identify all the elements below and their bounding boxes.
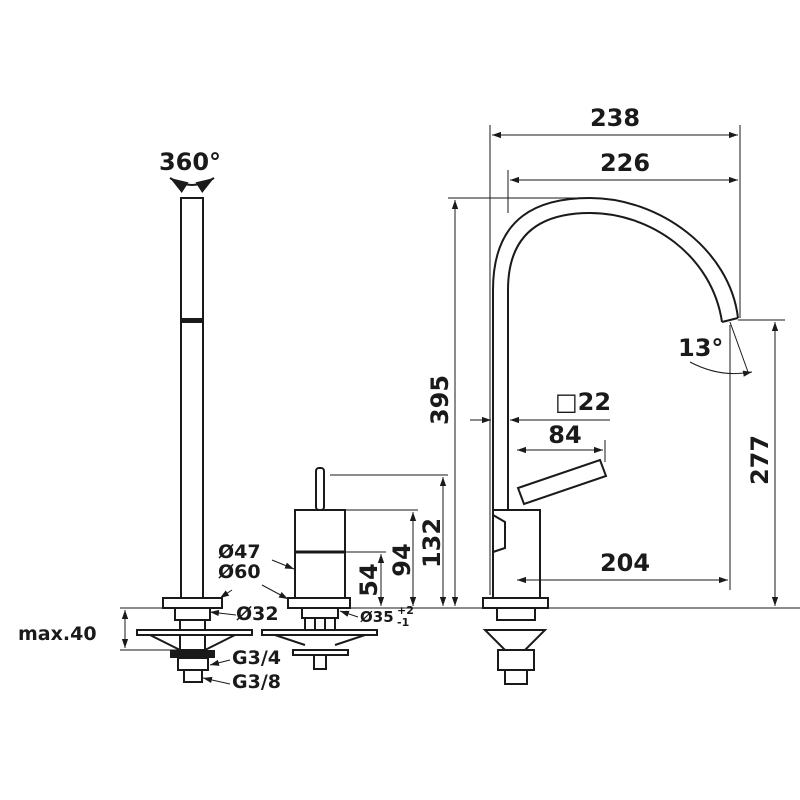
w238-label: 238 [590, 104, 640, 132]
side-rod [136, 197, 253, 683]
d35-tol-upper: +2 [397, 604, 414, 617]
d35-tol-lower: -1 [397, 616, 409, 629]
faucet-dimensions: 238 226 395 277 204 84 □22 13° [426, 104, 785, 606]
d47-label: Ø47 [218, 541, 261, 563]
rotation-label: 360° [159, 148, 221, 176]
max-height-label: max.40 [18, 623, 97, 645]
h277-label: 277 [746, 435, 774, 485]
mixer-body [261, 467, 378, 670]
h132-label: 132 [418, 518, 446, 568]
kitchen-faucet [482, 196, 739, 685]
d35-label: Ø35 [360, 608, 394, 626]
w204-label: 204 [600, 549, 650, 577]
d60-label: Ø60 [218, 561, 261, 583]
w226-label: 226 [600, 149, 650, 177]
rotation-indicator: 360° [159, 148, 221, 193]
max-height-dimension: max.40 [18, 607, 180, 651]
h94-label: 94 [388, 543, 416, 576]
g38-label: G3/8 [232, 671, 281, 693]
h54-label: 54 [355, 563, 383, 596]
sq22-label: □22 [555, 388, 611, 416]
d32-label: Ø32 [236, 603, 279, 625]
w84-label: 84 [548, 421, 581, 449]
h395-label: 395 [426, 375, 454, 425]
g34-label: G3/4 [232, 647, 281, 669]
mixer-dimensions: 132 94 54 [330, 474, 800, 609]
angle-label: 13° [678, 334, 723, 362]
